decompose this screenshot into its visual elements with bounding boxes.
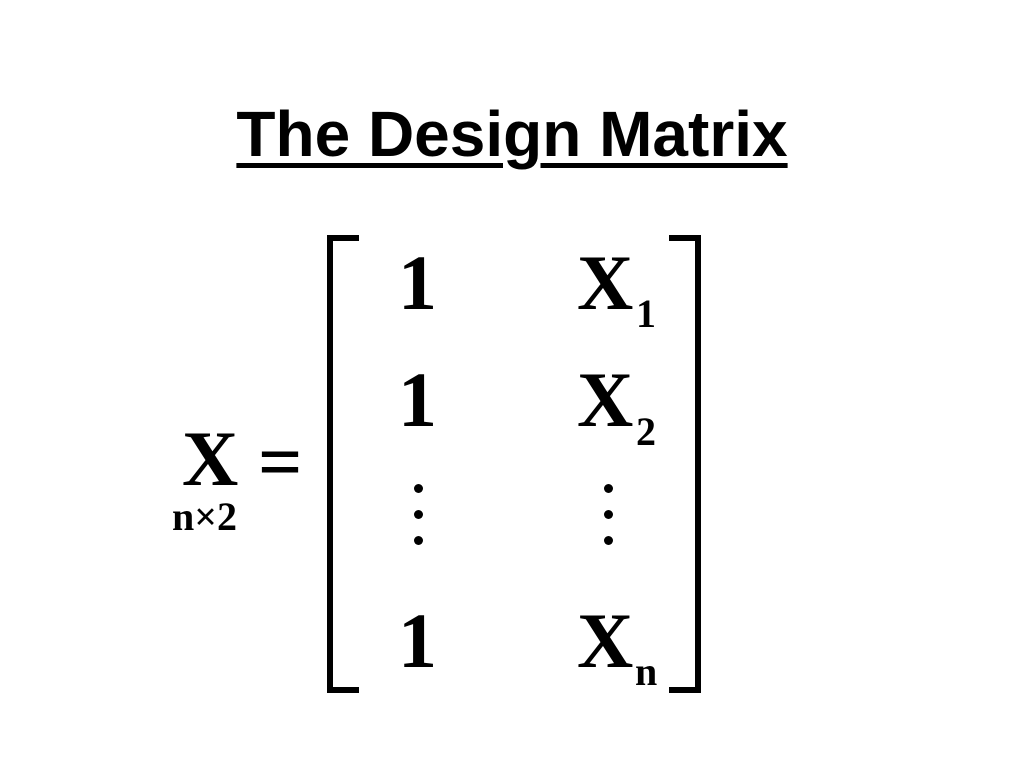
right-bracket [669,235,701,693]
slide-title: The Design Matrix [0,96,1024,172]
vertical-ellipsis-col2 [604,484,614,548]
matrix-cell-rown-subscript: n [635,649,658,694]
lhs-matrix-symbol: X [182,415,239,502]
lhs-dimension: n×2 [172,494,238,539]
matrix-cell-rown-col2: X [577,597,634,684]
matrix-cell-row1-subscript: 1 [636,291,656,336]
matrix-cell-row1-col1: 1 [398,239,437,326]
matrix-cell-row2-col2: X [577,356,634,443]
matrix-cell-row1-col2: X [577,239,634,326]
matrix-cell-row2-subscript: 2 [636,409,656,454]
equals-sign: = [258,418,303,505]
slide-title-text: The Design Matrix [236,98,788,170]
matrix-cell-row2-col1: 1 [398,356,437,443]
matrix-cell-rown-col1: 1 [398,597,437,684]
vertical-ellipsis-col1 [414,484,424,548]
left-bracket [327,235,359,693]
